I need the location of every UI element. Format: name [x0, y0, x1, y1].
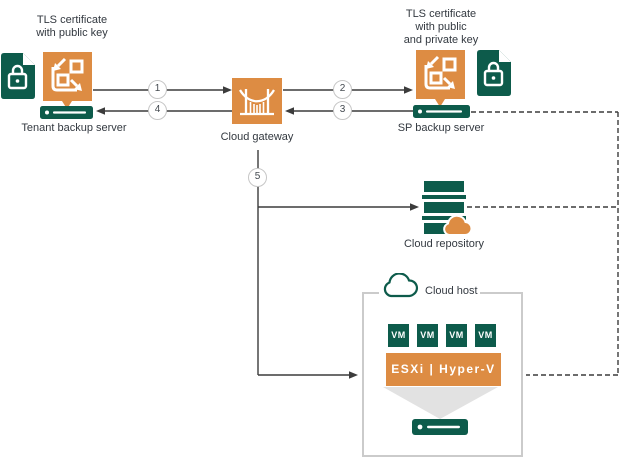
- sp-cert-label-line2: with public: [415, 21, 467, 33]
- repository-label: Cloud repository: [403, 238, 485, 250]
- cloud-host-label: Cloud host: [423, 285, 480, 297]
- sp-cert-label: TLS certificate with public and private …: [376, 8, 506, 47]
- cloud-repository-icon: [422, 181, 473, 236]
- funnel-shape: [383, 387, 498, 419]
- tenant-backup-server-icon: [40, 106, 93, 119]
- tenant-tls-certificate-icon: [43, 52, 92, 109]
- step-4-badge: 4: [148, 101, 167, 120]
- step-5-badge: 5: [248, 168, 267, 187]
- sp-cert-label-line1: TLS certificate: [405, 8, 477, 20]
- cloud-host-cloud-icon: [383, 273, 418, 298]
- tenant-cert-label: TLS certificate with public key: [6, 14, 138, 40]
- sp-certificate-document-icon: [477, 50, 511, 96]
- sp-server-label: SP backup server: [397, 122, 485, 134]
- vm-box-1: VM: [388, 324, 409, 347]
- sp-cert-label-line3: and private key: [403, 34, 479, 46]
- cloud-gateway-icon: [232, 78, 282, 124]
- step-3-badge: 3: [333, 101, 352, 120]
- gateway-label: Cloud gateway: [220, 131, 294, 143]
- vm-box-2: VM: [417, 324, 438, 347]
- vm-box-3: VM: [446, 324, 467, 347]
- sp-backup-server-icon: [413, 105, 470, 118]
- cloud-host-server-icon: [412, 419, 468, 435]
- step-1-badge: 1: [148, 80, 167, 99]
- hypervisor-bar: ESXi | Hyper-V: [386, 353, 501, 386]
- arrowheads: [96, 86, 419, 379]
- tenant-cert-label-line2: with public key: [36, 27, 108, 39]
- sp-tls-certificate-icon: [416, 50, 465, 107]
- tenant-server-label: Tenant backup server: [21, 122, 127, 134]
- vm-box-4: VM: [475, 324, 496, 347]
- step-2-badge: 2: [333, 80, 352, 99]
- tenant-cert-label-line1: TLS certificate: [36, 14, 108, 26]
- tenant-certificate-document-icon: [1, 53, 35, 99]
